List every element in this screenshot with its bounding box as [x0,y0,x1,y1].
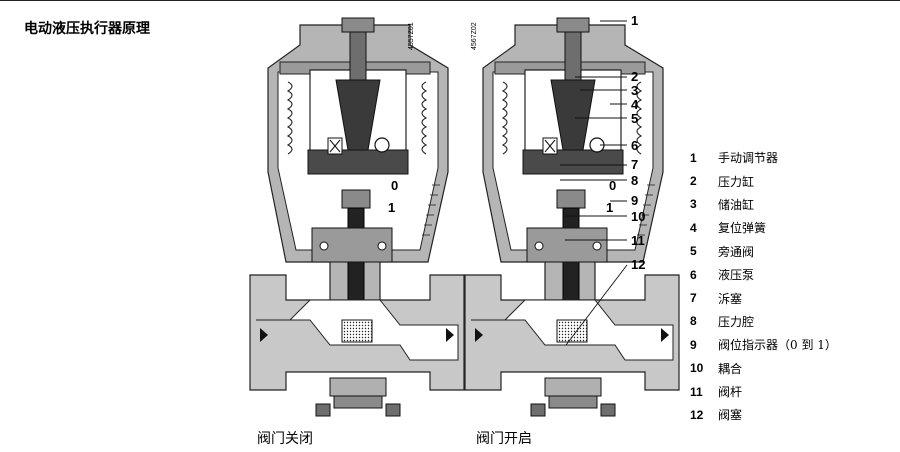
drawing-code-right: 4567Z02 [471,22,478,50]
callout-4: 4 [631,97,639,112]
legend-text: 压力缸 [718,174,755,189]
scale-zero-left: 0 [391,178,398,193]
legend-item: 12 阀塞 [690,403,837,426]
diagram-title: 电动液压执行器原理 [24,21,150,37]
legend-item: 5 旁通阀 [690,240,837,263]
scale-zero-right: 0 [609,178,616,193]
legend-num: 2 [690,174,697,189]
legend-num: 9 [690,337,697,352]
legend-text: 储油缸 [718,197,755,212]
legend-item: 11 阀杆 [690,380,837,403]
legend-num: 10 [690,361,704,376]
legend-item: 2 压力缸 [690,169,837,192]
actuator-closed [249,17,465,417]
legend-num: 1 [690,150,697,165]
legend-num: 8 [690,314,697,329]
callout-6: 6 [631,138,638,153]
legend-num: 7 [690,291,697,306]
callout-8: 8 [631,173,638,188]
legend-num: 12 [690,407,704,422]
legend-num: 11 [690,384,703,399]
callout-7: 7 [631,157,638,172]
callout-11: 11 [631,233,645,248]
drawing-code-left: 4557Z01 [408,22,415,50]
legend-text: 旁通阀 [718,244,755,259]
scale-one-left: 1 [388,200,395,215]
legend-num: 4 [690,220,697,235]
legend-text: 复位弹簧 [718,221,767,236]
legend-item: 1 手动调节器 [690,146,837,169]
legend-item: 8 压力腔 [690,310,837,333]
callout-9: 9 [631,193,638,208]
callout-2: 2 [631,69,638,84]
scale-one-right: 1 [606,200,613,215]
callout-12: 12 [631,257,645,272]
legend-num: 6 [690,267,697,282]
legend-item: 6 液压泵 [690,263,837,286]
callout-numbers: 1 2 3 4 5 6 7 8 9 10 11 12 [631,13,645,272]
legend-text: 液压泵 [718,268,755,283]
callout-leaders [560,20,628,346]
caption-closed: 阀门关闭 [257,431,313,447]
legend-item: 4 复位弹簧 [690,216,837,239]
callout-3: 3 [631,83,638,98]
legend-item: 7 泝塞 [690,286,837,309]
legend-item: 3 储油缸 [690,193,837,216]
caption-open: 阀门开启 [476,431,532,447]
actuator-open [464,17,680,417]
legend-text: 阀杆 [718,385,743,400]
callout-10: 10 [631,209,645,224]
callout-1: 1 [631,13,638,28]
legend-num: 5 [690,244,697,259]
callout-5: 5 [631,111,638,126]
legend-text: 泝塞 [718,291,743,306]
legend-text: 压力腔 [718,314,755,329]
legend-item: 10 耦合 [690,357,837,380]
legend-text: 阀位指示器（0 到 1） [718,338,837,353]
legend-item: 9 阀位指示器（0 到 1） [690,333,837,356]
legend-text: 耦合 [718,361,743,376]
legend-num: 3 [690,197,697,212]
legend-text: 手动调节器 [718,151,779,166]
legend-text: 阀塞 [718,408,743,423]
legend: 1 手动调节器 2 压力缸 3 储油缸 4 复位弹簧 5 旁通阀 6 液压泵 7 泝塞 8 压力… [690,146,837,427]
top-rule [0,0,900,1]
